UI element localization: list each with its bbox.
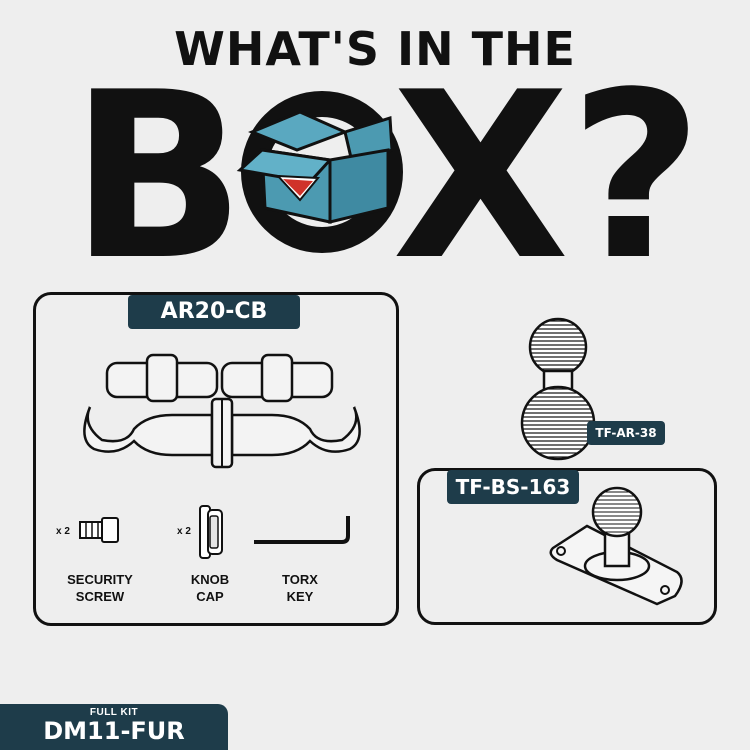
label-knob-cap-line1: KNOB [190,572,230,587]
label-security-screw-line1: SECURITY [67,572,133,587]
knob-cap-icon [199,505,223,559]
hero-title: WHAT'S IN THE B X? [0,0,750,290]
label-torx-key: TORX KEY [262,571,338,605]
label-security-screw-line2: SCREW [75,589,125,604]
security-screw-icon [79,517,119,543]
label-knob-cap: KNOB CAP [172,571,248,605]
tag-tf-bs-163: TF-BS-163 [447,470,579,504]
box-icon [236,110,394,224]
title-line1: WHAT'S IN THE [174,22,576,76]
full-kit-sku: DM11-FUR [43,717,185,745]
hero-graphic: B X? [70,44,703,290]
label-torx-key-line2: KEY [286,589,314,604]
qty-security-screw: x 2 [56,526,70,537]
label-security-screw: SECURITY SCREW [50,571,150,605]
tf-ar-38-illustration [520,317,596,461]
double-socket-arm-illustration [83,353,361,469]
qty-knob-cap: x 2 [177,526,191,537]
full-kit-badge: FULL KIT DM11-FUR [0,704,228,750]
full-kit-label: FULL KIT [89,707,139,718]
torx-key-icon [254,516,350,544]
title-letters-x-question: X? [392,44,703,290]
tf-bs-163-illustration [549,486,683,606]
tag-ar20-cb: AR20-CB [128,295,300,329]
label-knob-cap-line2: CAP [196,589,224,604]
title-letter-b: B [70,44,245,290]
tag-tf-ar-38: TF-AR-38 [587,421,665,445]
label-torx-key-line1: TORX [282,572,318,587]
